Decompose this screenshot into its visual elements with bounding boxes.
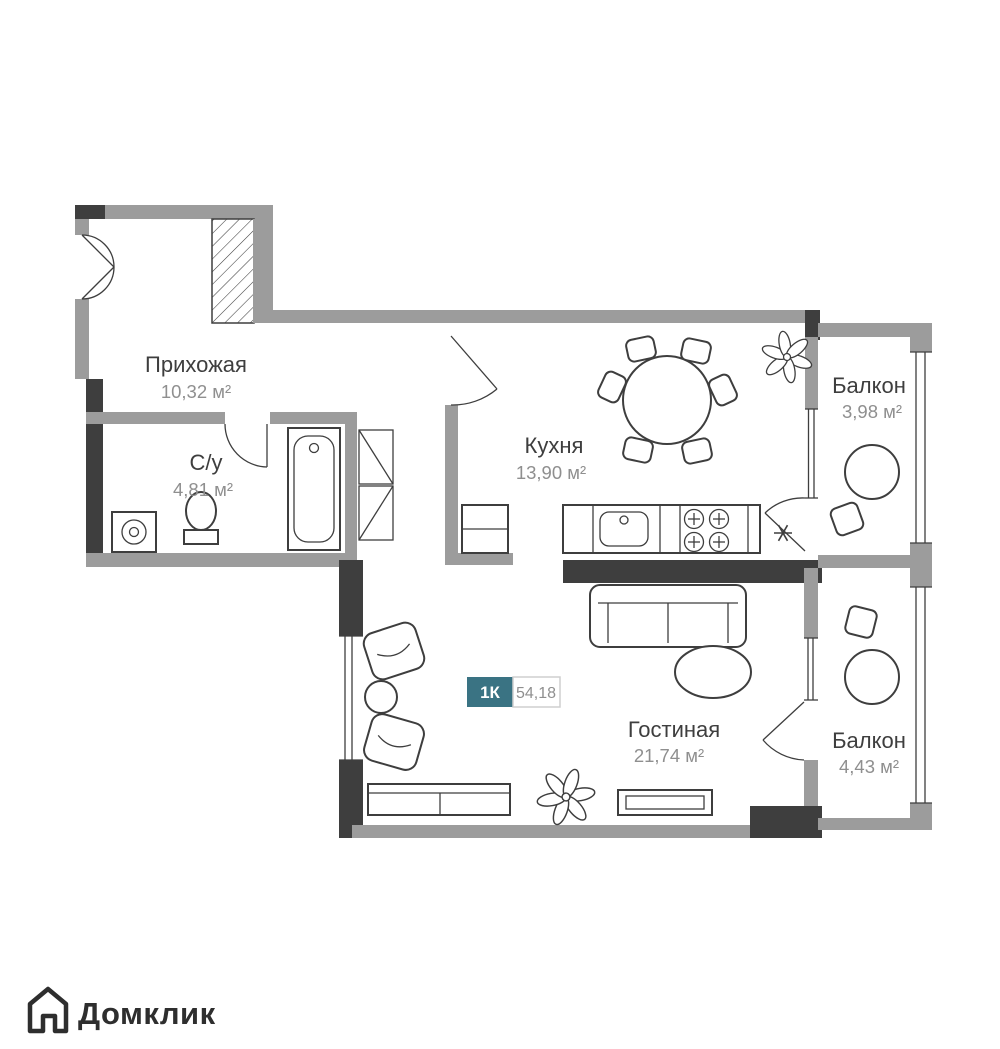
washing-machine <box>111 511 157 553</box>
room-name: Прихожая <box>145 352 247 377</box>
tv-stand <box>617 789 713 816</box>
dining-table <box>622 355 712 445</box>
bathtub <box>287 427 341 551</box>
balcony-table <box>844 444 900 500</box>
kitchen-counter <box>562 504 761 554</box>
kitchen-sink <box>599 511 649 547</box>
room-area: 21,74 м² <box>634 745 704 766</box>
kitchen-door <box>450 335 498 406</box>
sofa <box>589 584 747 648</box>
stove <box>683 508 730 553</box>
badge-area-box <box>512 676 561 708</box>
room-name: Балкон <box>832 373 906 398</box>
armchair <box>362 621 426 681</box>
fridge <box>461 504 509 554</box>
room-area: 4,81 м² <box>173 479 233 500</box>
stool <box>843 604 879 640</box>
room-area: 3,98 м² <box>842 401 902 422</box>
bathroom-door <box>224 423 268 468</box>
kitchen-balcony-door <box>764 497 806 552</box>
room-label-kitchen: Кухня 13,90 м² <box>516 433 586 483</box>
logo-text: Домклик <box>78 996 216 1031</box>
room-name: Балкон <box>832 728 906 753</box>
windows <box>339 351 932 804</box>
room-label-balcony-top: Балкон 3,98 м² <box>832 373 906 422</box>
room-name: Гостиная <box>628 717 720 742</box>
domclick-logo-icon <box>27 986 69 1034</box>
room-label-balcony-bottom: Балкон 4,43 м² <box>832 728 906 777</box>
badge-type-box <box>467 677 513 707</box>
living-balcony-door <box>762 701 805 761</box>
badge-type-label: 1К <box>480 683 500 702</box>
domclick-logo: Домклик <box>27 986 216 1034</box>
sideboard <box>367 783 511 816</box>
wardrobe <box>358 429 394 541</box>
stool <box>828 500 866 538</box>
room-area: 13,90 м² <box>516 462 586 483</box>
side-table <box>364 680 398 714</box>
badge-area-value: 54,18 <box>516 685 556 702</box>
room-area: 4,43 м² <box>839 756 899 777</box>
toilet <box>183 491 219 545</box>
snowflake-icon <box>774 524 792 542</box>
room-name: С/у <box>190 450 223 475</box>
room-area: 10,32 м² <box>161 381 231 402</box>
coffee-table <box>674 645 752 699</box>
room-label-hallway: Прихожая 10,32 м² <box>145 352 247 402</box>
room-label-bathroom: С/у 4,81 м² <box>173 450 233 500</box>
shaft-hatched <box>211 218 255 324</box>
entrance-door <box>81 234 115 300</box>
apartment-type-badge: 1К 54,18 <box>467 676 561 708</box>
doors <box>81 234 806 761</box>
balcony-table <box>844 649 900 705</box>
plant-icon <box>531 763 601 831</box>
room-label-living: Гостиная 21,74 м² <box>628 717 720 766</box>
room-name: Кухня <box>525 433 584 458</box>
armchair <box>363 713 425 771</box>
